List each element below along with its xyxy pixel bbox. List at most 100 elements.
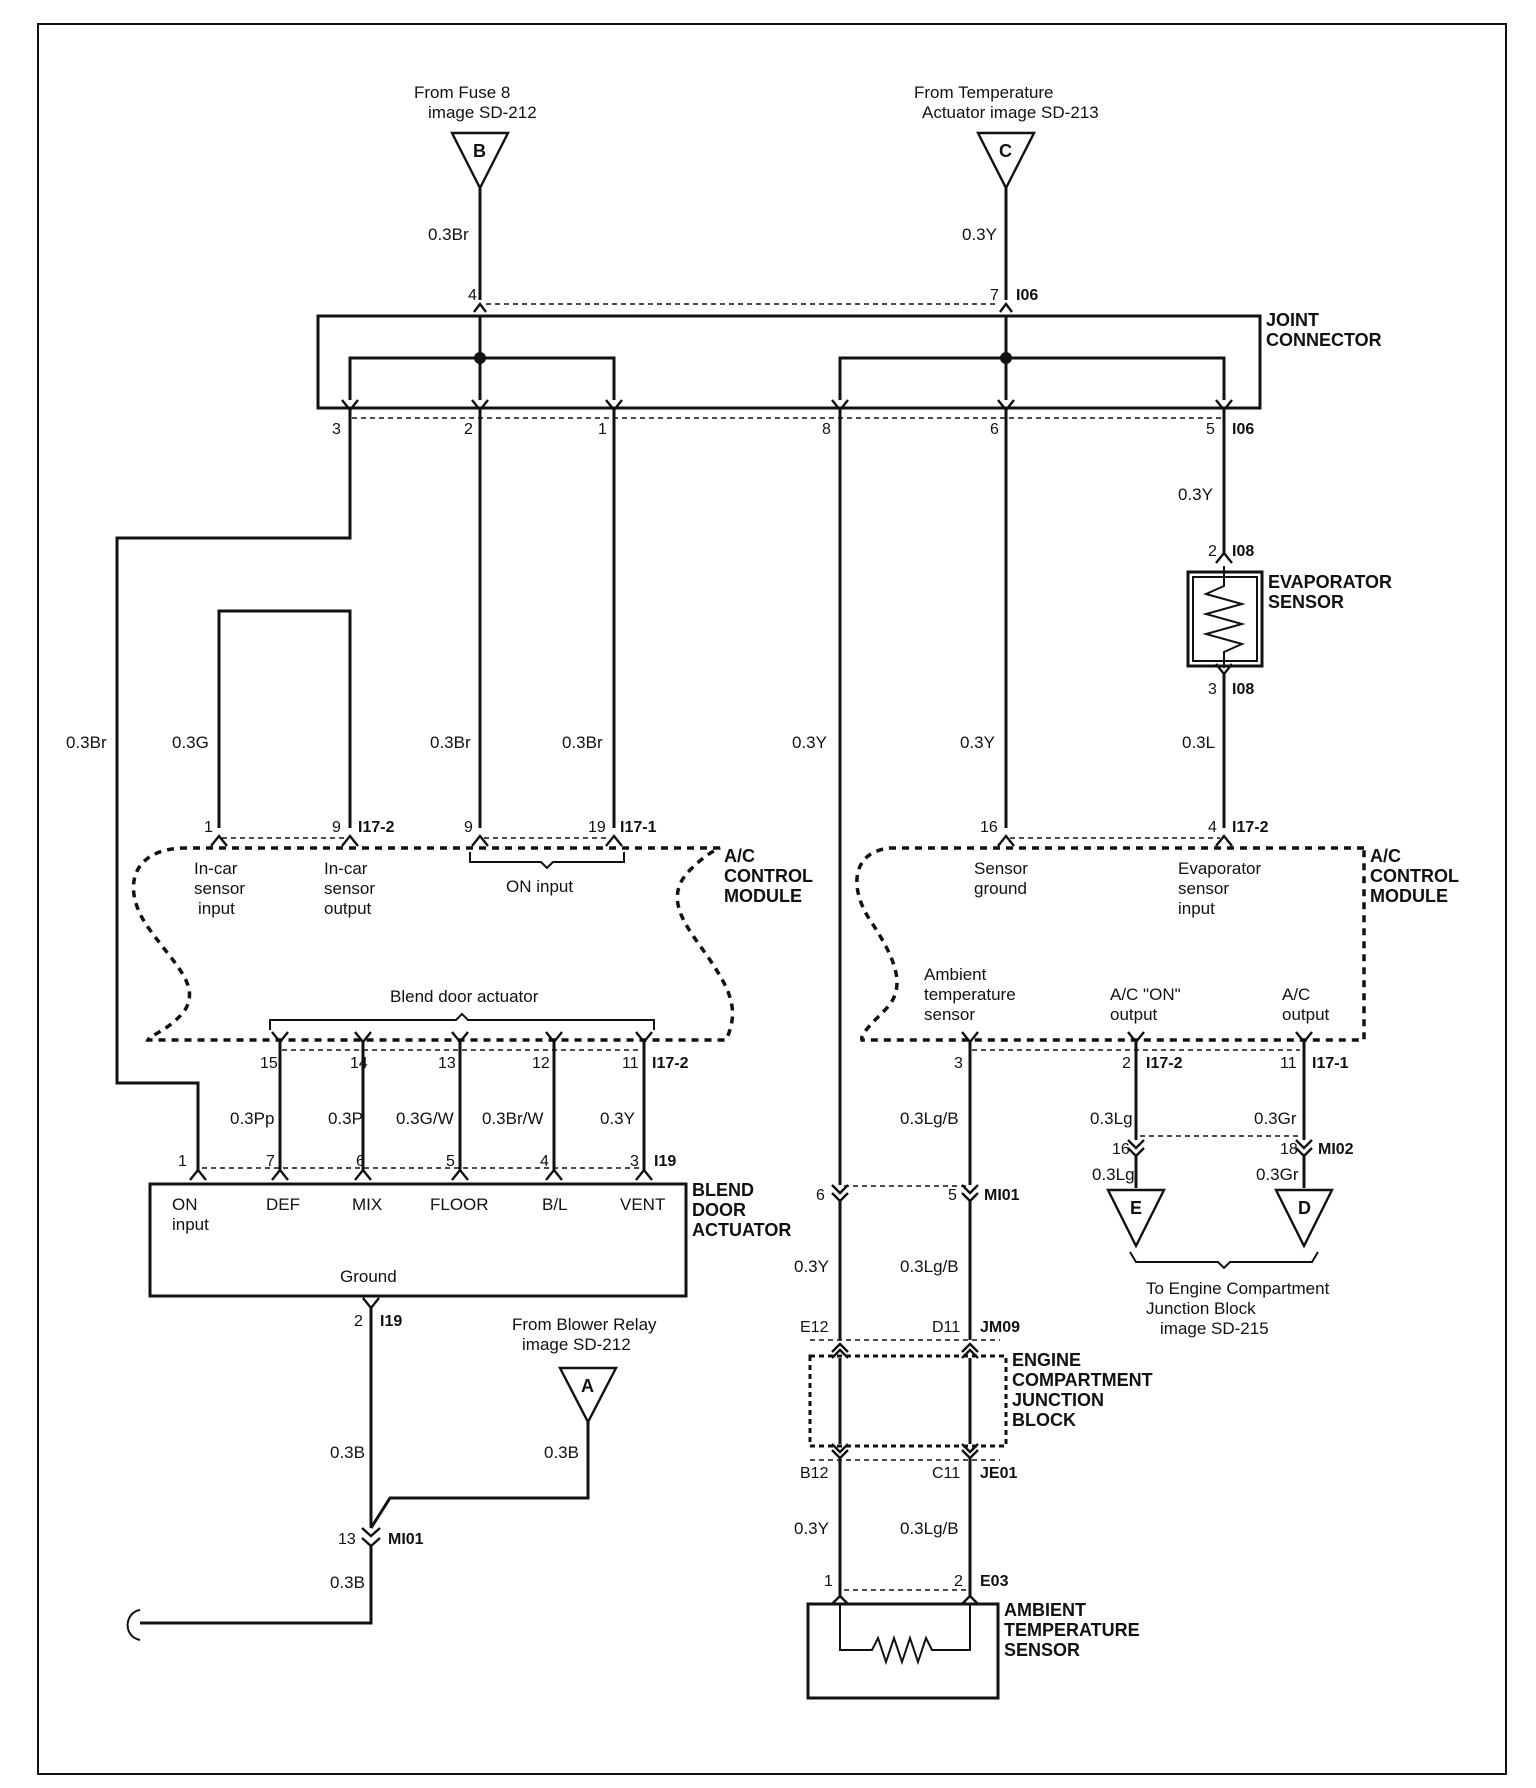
diagram-label: MI01: [984, 1187, 1020, 1204]
diagram-label: MI02: [1318, 1141, 1354, 1158]
diagram-label: 0.3Y: [792, 733, 827, 752]
diagram-label: In-car: [194, 859, 238, 878]
diagram-label: TEMPERATURE: [1004, 1620, 1140, 1640]
diagram-label: 3: [630, 1153, 639, 1170]
diagram-label: 2: [1122, 1055, 1131, 1072]
diagram-label: 9: [464, 819, 473, 836]
mi01-left: 13 MI01: [338, 1527, 424, 1548]
diagram-label: input: [1178, 899, 1215, 918]
diagram-label: 1: [824, 1573, 833, 1590]
diagram-label: 0.3Lg/B: [900, 1519, 959, 1538]
diagram-label: Blend door actuator: [390, 987, 539, 1006]
blend-door-actuator: 1 7 6 5 4 3 I19 ON input DEF MIX FLOOR B…: [148, 1153, 791, 1330]
diagram-label: 0.3Br: [562, 733, 603, 752]
diagram-label: A/C "ON": [1110, 985, 1181, 1004]
diagram-label: 19: [588, 819, 606, 836]
engine-compartment-junction-block: E12 D11 JM09 ENGINE COMPARTMENT JUNCTION…: [800, 1319, 1153, 1482]
diagram-label: ACTUATOR: [692, 1220, 791, 1240]
diagram-label: 3: [1208, 681, 1217, 698]
diagram-label: 0.3B: [330, 1443, 365, 1462]
diagram-label: I08: [1232, 681, 1254, 698]
diagram-label: 5: [446, 1153, 455, 1170]
diagram-label: AMBIENT: [1004, 1600, 1086, 1620]
diagram-label: I17-1: [620, 819, 657, 836]
diagram-label: MODULE: [1370, 886, 1448, 906]
diagram-label: ON input: [506, 877, 573, 896]
ambient-temperature-sensor: 1 2 E03 AMBIENT TEMPERATURE SENSOR: [806, 1573, 1140, 1700]
diagram-label: 14: [350, 1055, 368, 1072]
source-temperature-actuator: From Temperature Actuator image SD-213 C: [914, 83, 1099, 191]
diagram-label: 3: [954, 1055, 963, 1072]
diagram-label: image SD-215: [1160, 1319, 1269, 1338]
diagram-label: 13: [438, 1055, 456, 1072]
diagram-label: 0.3Br: [66, 733, 107, 752]
mi02-connector: 16 18 MI02 0.3Lg 0.3Gr E D To Engine Com…: [1092, 1135, 1354, 1338]
diagram-label: Junction Block: [1146, 1299, 1256, 1318]
diagram-label: A: [581, 1376, 594, 1396]
diagram-label: I06: [1232, 421, 1254, 438]
blend-door-actuator-box: [148, 1182, 688, 1298]
diagram-label: 0.3Y: [962, 225, 997, 244]
diagram-label: DOOR: [692, 1200, 746, 1220]
diagram-label: From Temperature: [914, 83, 1054, 102]
diagram-label: 5: [948, 1187, 957, 1204]
diagram-label: JUNCTION: [1012, 1390, 1104, 1410]
diagram-label: I17-2: [652, 1055, 689, 1072]
diagram-label: Sensor: [974, 859, 1028, 878]
diagram-label: A/C: [1282, 985, 1310, 1004]
diagram-label: 0.3Y: [1178, 485, 1213, 504]
diagram-label: temperature: [924, 985, 1016, 1004]
diagram-label: 0.3Br/W: [482, 1109, 543, 1128]
diagram-label: CONNECTOR: [1266, 330, 1382, 350]
diagram-label: 0.3G: [172, 733, 209, 752]
joint-connector-box: [316, 314, 1262, 410]
source-blower-relay: From Blower Relay image SD-212 A: [512, 1315, 657, 1425]
diagram-label: 0.3Pp: [230, 1109, 274, 1128]
diagram-label: 7: [990, 287, 999, 304]
diagram-label: B12: [800, 1465, 829, 1482]
joint-connector: 4 7 I06 JOINT CONNECTOR 3 2 1 8 6 5 I06: [316, 287, 1382, 438]
diagram-label: sensor: [1178, 879, 1229, 898]
diagram-label: sensor: [324, 879, 375, 898]
diagram-label: I17-2: [1146, 1055, 1183, 1072]
connector-triangle-c: [976, 131, 1036, 191]
diagram-label: 0.3Y: [960, 733, 995, 752]
diagram-label: Evaporator: [1178, 859, 1261, 878]
diagram-label: BLOCK: [1012, 1410, 1076, 1430]
diagram-label: MIX: [352, 1195, 382, 1214]
diagram-label: E: [1130, 1198, 1142, 1218]
diagram-label: 16: [1112, 1141, 1130, 1158]
diagram-label: CONTROL: [724, 866, 813, 886]
diagram-label: 1: [598, 421, 607, 438]
diagram-label: BLEND: [692, 1180, 754, 1200]
diagram-label: From Fuse 8: [414, 83, 510, 102]
diagram-label: 0.3Lg: [1092, 1165, 1135, 1184]
diagram-label: 0.3B: [544, 1443, 579, 1462]
diagram-label: 18: [1280, 1141, 1298, 1158]
diagram-label: ground: [974, 879, 1027, 898]
diagram-label: I17-2: [358, 819, 395, 836]
diagram-label: SENSOR: [1268, 592, 1344, 612]
diagram-label: Ambient: [924, 965, 987, 984]
diagram-label: 2: [1208, 543, 1217, 560]
diagram-label: VENT: [620, 1195, 665, 1214]
diagram-label: 0.3Lg/B: [900, 1257, 959, 1276]
diagram-label: JE01: [980, 1465, 1017, 1482]
diagram-label: image SD-212: [522, 1335, 631, 1354]
diagram-label: 4: [540, 1153, 549, 1170]
diagram-label: 0.3Br: [428, 225, 469, 244]
diagram-label: output: [324, 899, 372, 918]
diagram-label: input: [198, 899, 235, 918]
diagram-label: EVAPORATOR: [1268, 572, 1392, 592]
diagram-label: B/L: [542, 1195, 568, 1214]
connector-triangle-b: [450, 131, 510, 191]
diagram-label: DEF: [266, 1195, 300, 1214]
diagram-label: MI01: [388, 1531, 424, 1548]
diagram-label: In-car: [324, 859, 368, 878]
diagram-label: C: [999, 141, 1012, 161]
diagram-label: C11: [932, 1465, 960, 1482]
diagram-label: 0.3P: [328, 1109, 363, 1128]
evaporator-sensor: 2 I08 3 I08 EVAPORATOR SENSOR: [1186, 543, 1392, 698]
source-fuse-8: From Fuse 8 image SD-212 B: [414, 83, 537, 191]
diagram-label: 1: [178, 1153, 187, 1170]
